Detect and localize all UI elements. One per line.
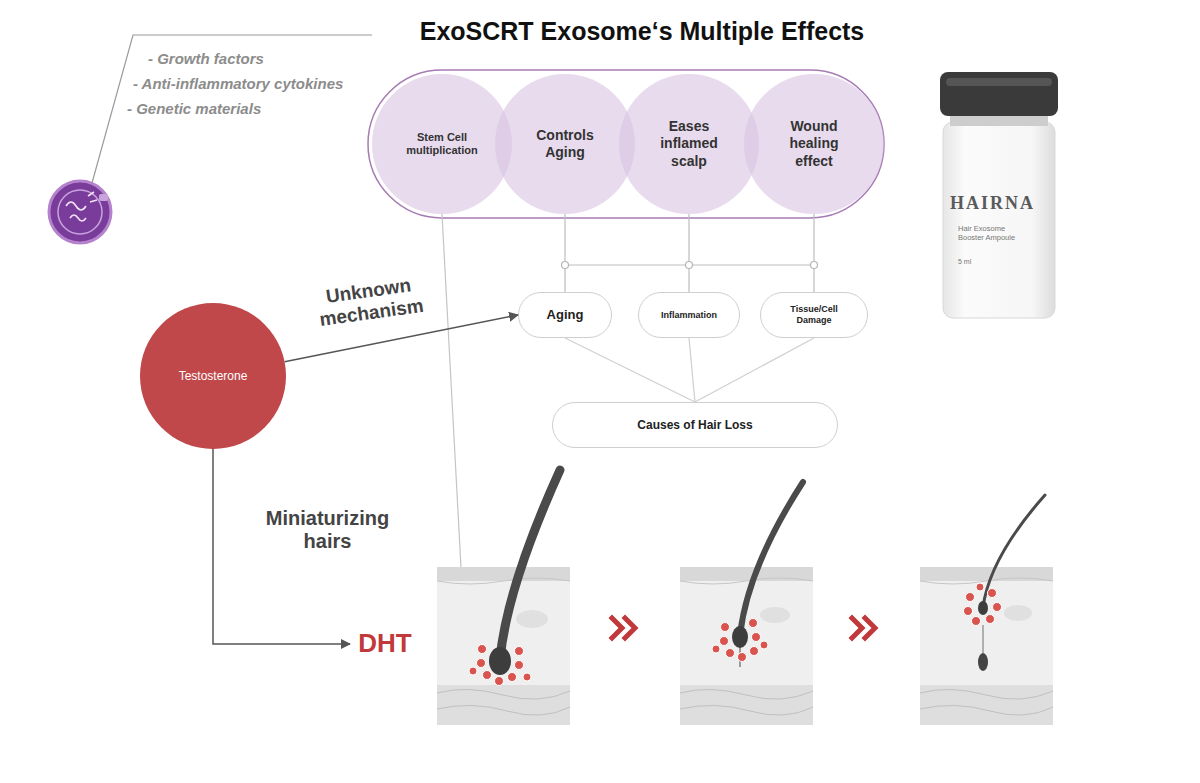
hormone-label-node: DHT	[350, 624, 420, 664]
circle-fill	[140, 303, 286, 449]
node-text: Aging	[547, 307, 584, 323]
exosome-cargo	[99, 194, 108, 201]
effect-circle: Wound healing effect	[744, 74, 884, 214]
circle-fill	[619, 74, 759, 214]
skin-line	[437, 578, 570, 584]
annotation-label: HAIRNA	[950, 192, 1050, 215]
dht-dots	[964, 583, 1002, 626]
connector	[565, 338, 695, 402]
bottle-cap-rim	[946, 78, 1052, 86]
dermis	[437, 685, 570, 725]
circle-fill	[495, 74, 635, 214]
connector	[689, 338, 695, 402]
follicle-illustration	[680, 482, 813, 725]
connector	[564, 214, 565, 292]
effects-band	[368, 70, 884, 218]
node-text: Tissue/Cell Damage	[783, 304, 845, 326]
connector	[695, 338, 814, 402]
diagram-title: ExoSCRT Exosome‘s Multiple Effects	[342, 17, 942, 46]
bottle-cap	[940, 72, 1058, 116]
follicle-trace	[982, 625, 984, 653]
connector	[688, 214, 689, 292]
cause-box: Inflammation	[638, 292, 740, 338]
hair-shaft	[740, 482, 803, 635]
hair-shaft	[983, 495, 1045, 607]
node-text: Causes of Hair Loss	[637, 418, 752, 433]
skin-line	[437, 689, 570, 715]
hair-bulb	[489, 647, 511, 675]
node-text: Testosterone	[179, 369, 248, 384]
annotation-label: - Genetic materials	[127, 100, 347, 119]
connector	[813, 214, 814, 292]
hair-bulb	[732, 626, 748, 648]
cause-box: Tissue/Cell Damage	[760, 292, 868, 338]
follicle-illustration	[920, 495, 1053, 725]
gland	[1004, 605, 1032, 621]
hair-bulb	[978, 601, 988, 615]
bottle-body	[943, 122, 1055, 318]
cause-box: Aging	[518, 292, 612, 338]
annotation-label: - Anti-inflammatory cytokines	[133, 75, 393, 94]
follicle-illustration	[437, 470, 570, 725]
dermis	[680, 685, 813, 725]
bus-line	[565, 264, 814, 265]
junction-dot	[811, 262, 818, 269]
annotation-label: Hair Exosome Booster Ampoule	[958, 224, 1022, 243]
dht-dots	[469, 645, 531, 686]
hormone-circle: Testosterone	[140, 303, 286, 449]
exosome-icon	[49, 181, 111, 243]
result-box: Causes of Hair Loss	[552, 402, 838, 448]
leader-line	[92, 35, 372, 183]
skin-line	[680, 689, 813, 715]
dht-dots	[712, 619, 768, 662]
new-follicle	[978, 653, 988, 671]
junction-dot	[686, 262, 693, 269]
hair-shaft	[500, 470, 560, 659]
node-text: Stem Cell multiplication	[394, 131, 490, 158]
progress-chevron	[612, 618, 635, 638]
exosome-membrane	[58, 190, 102, 234]
progress-chevron	[852, 618, 875, 638]
edge-label: Miniaturizing hairs	[245, 507, 410, 553]
gland	[760, 607, 790, 623]
skin-line	[920, 578, 1053, 584]
exosome-cargo	[66, 192, 97, 221]
skin-line	[920, 689, 1053, 715]
node-text: Inflammation	[661, 310, 717, 321]
dermis	[920, 685, 1053, 725]
effect-circle: Controls Aging	[495, 74, 635, 214]
skin-line	[680, 578, 813, 584]
node-text: Controls Aging	[525, 127, 605, 161]
node-text: DHT	[358, 628, 411, 660]
annotation-label: 5 ml	[958, 258, 998, 267]
circle-fill	[744, 74, 884, 214]
node-text: Eases inflamed scalp	[649, 118, 729, 169]
effect-circle: Stem Cell multiplication	[372, 74, 512, 214]
leader-line	[442, 214, 462, 586]
junction-dot	[562, 262, 569, 269]
effect-circle: Eases inflamed scalp	[619, 74, 759, 214]
annotation-label: - Growth factors	[148, 50, 368, 69]
gland	[516, 610, 548, 628]
edge-label: Unknown mechanism	[298, 270, 443, 333]
circle-fill	[372, 74, 512, 214]
node-text: Wound healing effect	[774, 118, 854, 169]
